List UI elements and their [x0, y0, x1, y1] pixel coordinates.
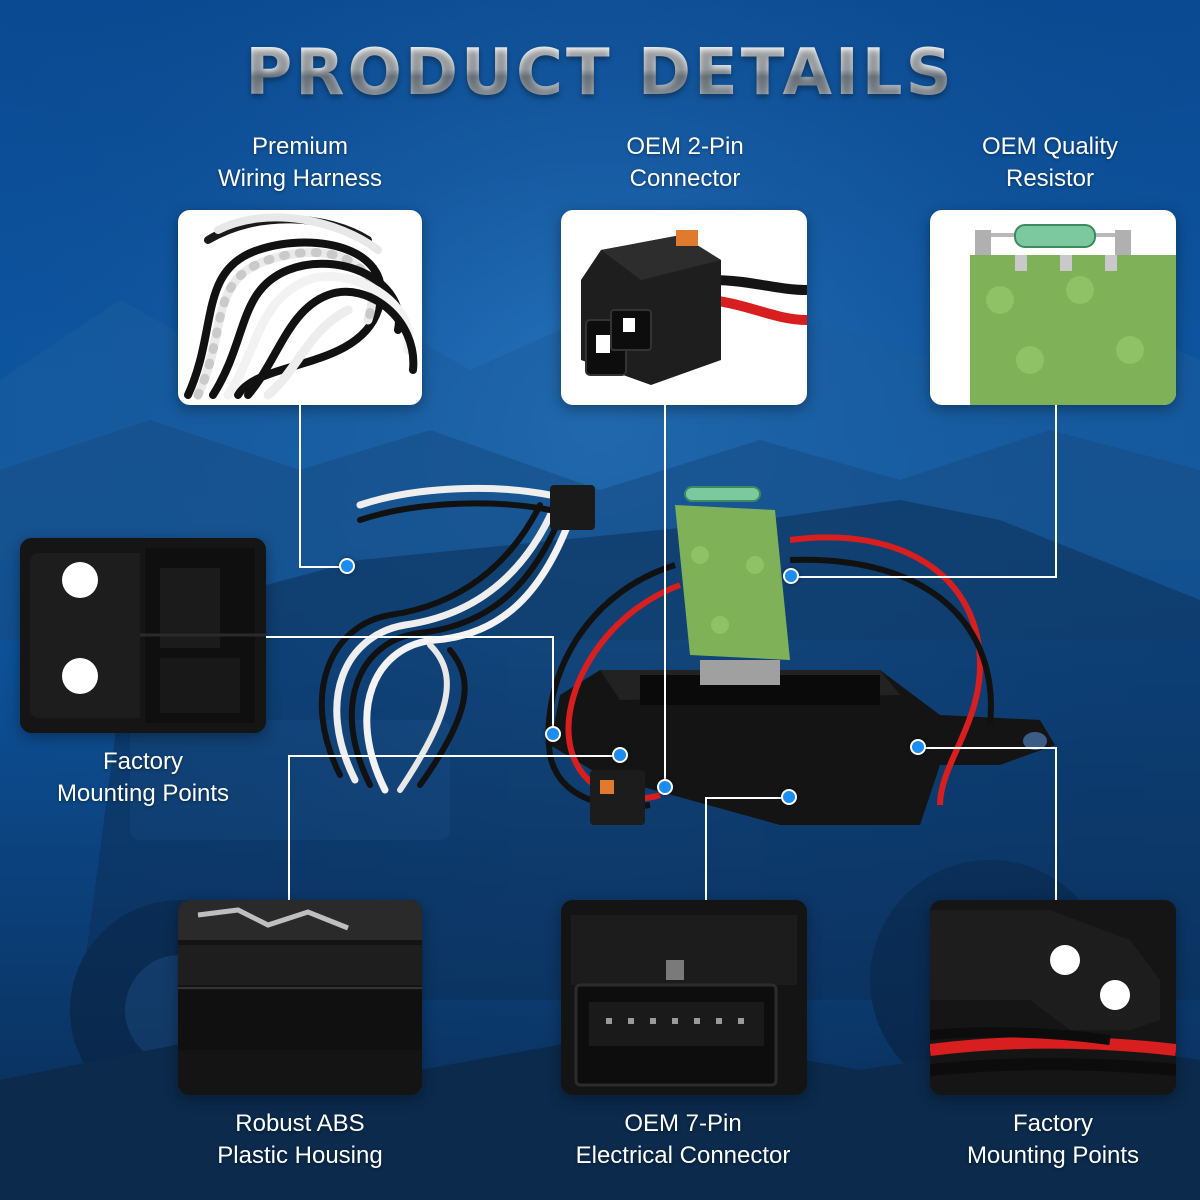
callout-line-mount-right — [1055, 747, 1057, 900]
callout-line-mount-left-v — [552, 636, 554, 734]
label-connector-2pin-line2: Connector — [629, 165, 741, 192]
label-resistor-line1: OEM Quality — [981, 133, 1119, 160]
callout-dot-housing — [612, 747, 628, 763]
label-mounting-left-line1: Factory — [102, 748, 183, 775]
label-wiring-harness-line2: Wiring Harness — [217, 165, 383, 192]
callout-line-housing-h — [288, 755, 620, 757]
card-mounting-right — [930, 900, 1176, 1095]
card-connector-7pin — [561, 900, 807, 1095]
label-mounting-right-line1: Factory — [1012, 1110, 1093, 1137]
callout-line-harness — [299, 405, 301, 567]
label-wiring-harness: Premium Wiring Harness — [180, 131, 420, 195]
callout-line-7pin-h — [705, 797, 789, 799]
label-mounting-left-line2: Mounting Points — [56, 780, 230, 807]
blower-resistor-product — [318, 484, 1055, 825]
callout-line-7pin — [705, 797, 707, 900]
label-connector-7pin: OEM 7-Pin Electrical Connector — [533, 1108, 833, 1172]
callout-line-resistor — [1055, 405, 1057, 577]
page-title: PRODUCT DETAILS — [0, 36, 1200, 110]
label-wiring-harness-line1: Premium — [251, 133, 348, 160]
card-connector-2pin — [561, 210, 807, 405]
callout-line-resistor-h — [791, 576, 1057, 578]
callout-dot-harness — [339, 558, 355, 574]
label-connector-2pin: OEM 2-Pin Connector — [560, 131, 810, 195]
label-connector-7pin-line1: OEM 7-Pin — [624, 1110, 742, 1137]
label-mounting-left: Factory Mounting Points — [20, 746, 266, 810]
label-mounting-right-line2: Mounting Points — [966, 1142, 1140, 1169]
label-connector-2pin-line1: OEM 2-Pin — [626, 133, 744, 160]
callout-line-housing — [288, 755, 290, 900]
card-housing — [178, 900, 422, 1095]
label-mounting-right: Factory Mounting Points — [903, 1108, 1200, 1172]
resistor-image — [970, 224, 1176, 405]
label-housing-line1: Robust ABS — [235, 1110, 365, 1137]
wiring-harness-image — [184, 213, 418, 400]
mounting-left-image — [20, 538, 266, 733]
label-housing-line2: Plastic Housing — [217, 1142, 383, 1169]
callout-dot-mount-right — [910, 739, 926, 755]
callout-line-mount-left — [266, 636, 553, 638]
label-connector-7pin-line2: Electrical Connector — [575, 1142, 791, 1169]
card-resistor — [930, 210, 1176, 405]
label-resistor-line2: Resistor — [1005, 165, 1095, 192]
callout-dot-7pin — [781, 789, 797, 805]
connector-7pin-image — [561, 900, 807, 1095]
housing-image — [178, 900, 422, 1095]
mounting-right-image — [930, 900, 1176, 1095]
card-wiring-harness — [178, 210, 422, 405]
card-mounting-left — [20, 538, 266, 733]
label-resistor: OEM Quality Resistor — [930, 131, 1170, 195]
connector-2pin-image — [581, 230, 807, 385]
callout-dot-resistor — [783, 568, 799, 584]
label-housing: Robust ABS Plastic Housing — [150, 1108, 450, 1172]
callout-line-2pin — [664, 405, 666, 787]
callout-dot-mount-left — [545, 726, 561, 742]
callout-dot-2pin — [657, 779, 673, 795]
callout-line-harness-h — [299, 566, 347, 568]
callout-line-mount-right-h — [918, 747, 1056, 749]
